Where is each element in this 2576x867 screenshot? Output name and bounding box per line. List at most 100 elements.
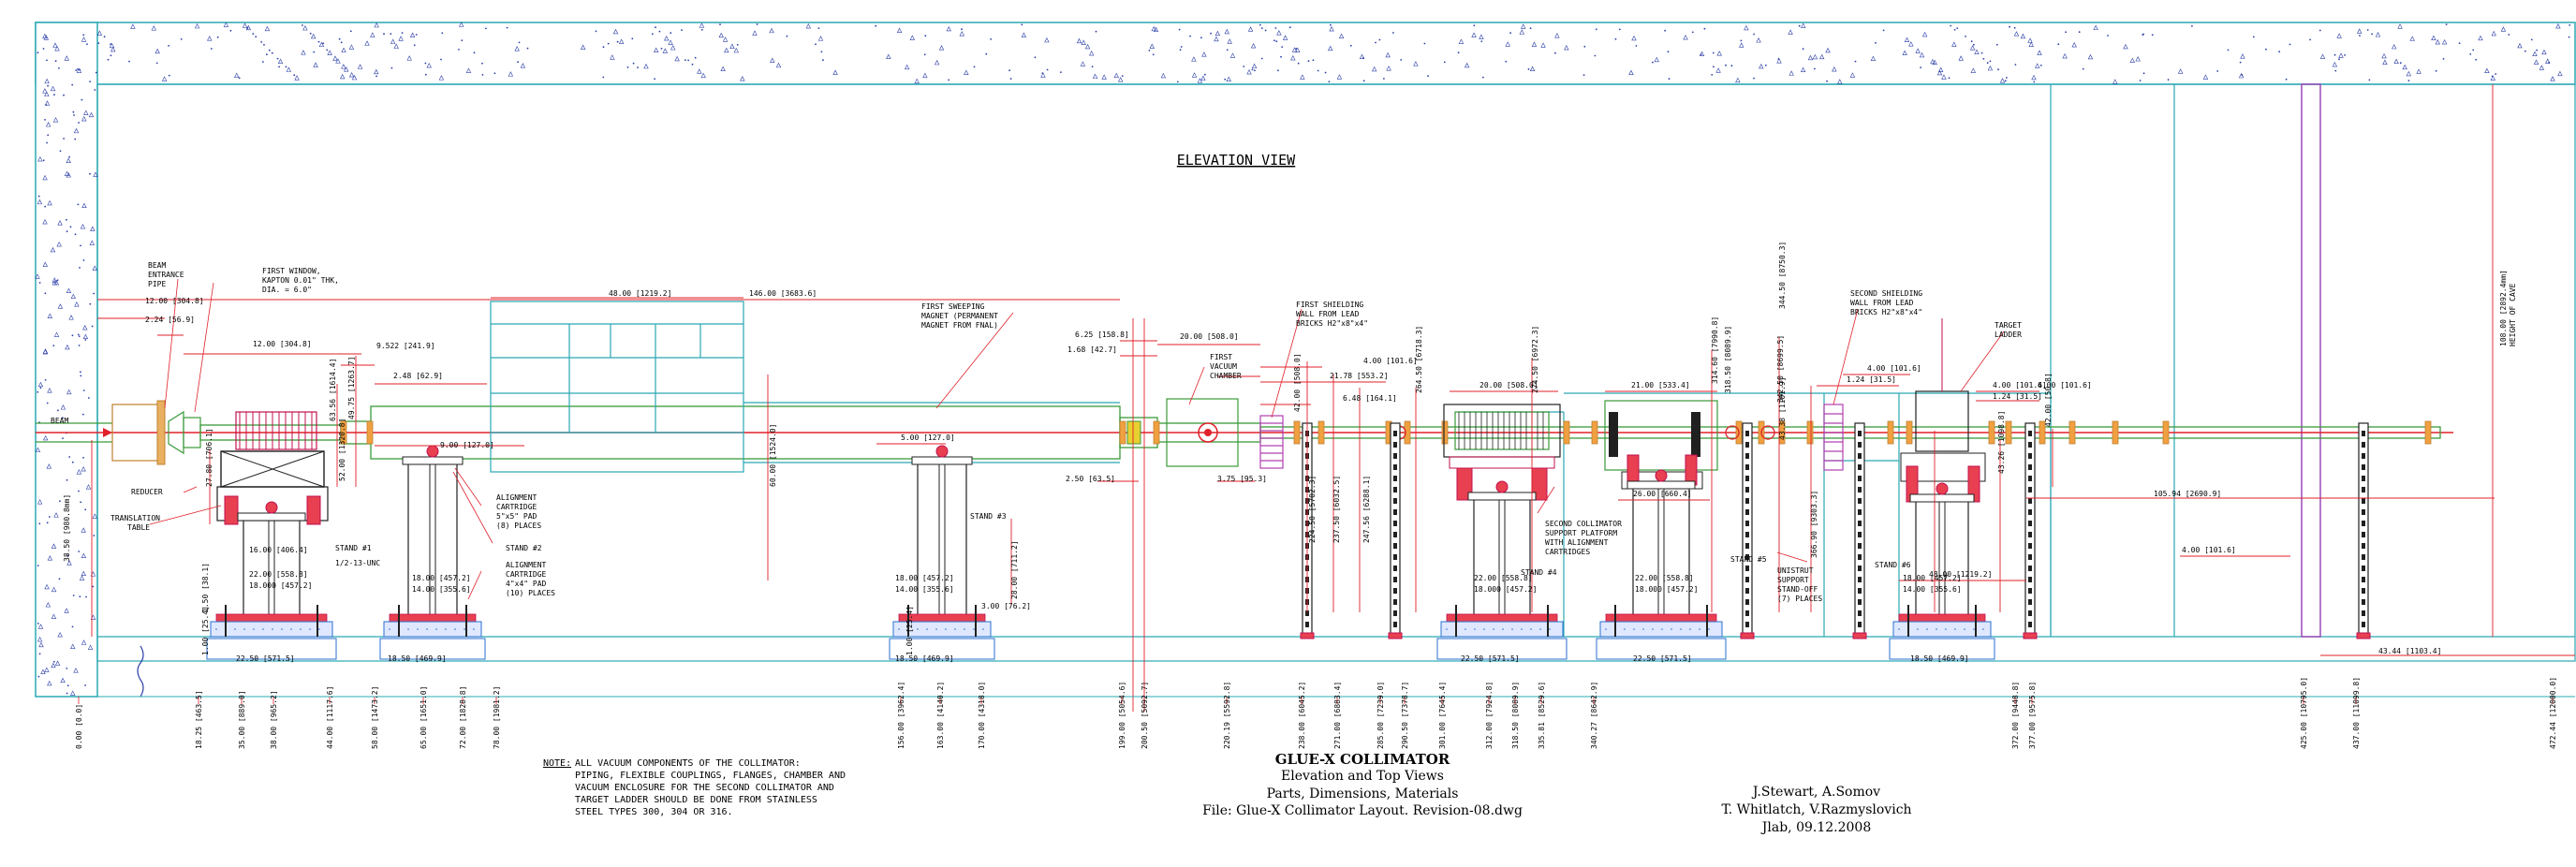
dim-label: 18.00 [457.2] xyxy=(1903,574,1962,582)
dim-label: 18.00 [457.2] xyxy=(412,574,471,582)
vertical-dimension-labels: 38.50 [980.8mm]27.80 [706.1]1.50 [38.1]6… xyxy=(63,242,2053,655)
dim-label: 12.00 [304.8] xyxy=(145,297,204,305)
dim-label: 26.00 [660.4] xyxy=(1633,490,1692,498)
leader-lines xyxy=(149,278,2005,600)
dim-label: 1.00 [25.4] xyxy=(905,606,914,655)
dim-label: 4.00 [101.6] xyxy=(1363,357,1418,365)
dimension-lines xyxy=(91,84,2575,712)
dim-label: 52.00 [1320.8] xyxy=(338,419,346,481)
dim-label: 22.00 [558.8] xyxy=(1635,574,1694,582)
dim-label: 43.44 [1103.4] xyxy=(2378,647,2441,655)
label-unistrut: UNISTRUT SUPPORT STAND-OFF (7) PLACES xyxy=(1777,566,1822,603)
dim-label: 6.48 [164.1] xyxy=(1343,394,1397,403)
dim-label: 2.24 [56.9] xyxy=(145,316,195,324)
label-stand5: STAND #5 xyxy=(1730,555,1767,564)
dim-label: 237.50 [6032.5] xyxy=(1332,476,1341,543)
dim-label: 14.00 [355.6] xyxy=(1903,585,1962,594)
ruler-label: 0.00 [0.0] xyxy=(75,704,83,749)
ruler-label: 472.44 [12000.0] xyxy=(2549,677,2557,749)
authors-line1: J.Stewart, A.Somov xyxy=(1751,785,1880,800)
ruler-label: 65.00 [1651.0] xyxy=(420,686,428,749)
dim-label: 4.00 [101.6] xyxy=(2182,546,2236,554)
dim-label: 3.75 [95.3] xyxy=(1217,475,1267,483)
ruler-label: 312.00 [7924.8] xyxy=(1485,682,1494,749)
dim-label: 12.00 [304.8] xyxy=(253,340,312,348)
beam-line: BEAM xyxy=(36,417,2453,443)
dim-label: 18.50 [469.9] xyxy=(895,654,954,663)
dim-label: 4.00 [101.6] xyxy=(2038,381,2092,389)
ruler-label: 290.50 [7378.7] xyxy=(1401,682,1409,749)
unistrut-standoffs xyxy=(1300,422,2371,639)
target-ladder-column xyxy=(2301,83,2321,638)
dim-label: 4.00 [101.6] xyxy=(1867,364,1921,373)
dim-label: 21.78 [553.2] xyxy=(1330,372,1389,380)
dim-label: 48.00 [1219.2] xyxy=(1929,570,1992,579)
ruler-label: 335.81 [8529.6] xyxy=(1538,682,1546,749)
label-target-ladder: TARGET LADDER xyxy=(1995,321,2026,339)
label-stand4: STAND #4 xyxy=(1521,568,1557,577)
ruler-label: 78.00 [1981.2] xyxy=(493,686,501,749)
dim-label: 21.00 [533.4] xyxy=(1631,381,1690,389)
component-labels: BEAM ENTRANCE PIPE FIRST WINDOW, KAPTON … xyxy=(110,261,2517,603)
dim-label: 1.68 [42.7] xyxy=(1067,345,1117,354)
dim-label: 318.50 [8089.9] xyxy=(1724,326,1732,393)
dim-label: 22.50 [571.5] xyxy=(1461,654,1520,663)
ruler-label: 38.00 [965.2] xyxy=(270,690,278,749)
dim-label: 48.00 [1219.2] xyxy=(609,289,671,298)
ruler-label: 35.00 [889.0] xyxy=(238,690,246,749)
dim-label: 49.75 [1263.7] xyxy=(347,357,356,419)
ruler-label: 372.00 [9448.8] xyxy=(2011,682,2020,749)
label-shield2: SECOND SHIELDING WALL FROM LEAD BRICKS H… xyxy=(1850,289,1927,316)
dim-label: 14.00 [355.6] xyxy=(412,585,471,594)
title-line4: File: Glue-X Collimator Layout. Revision… xyxy=(1202,803,1523,818)
dim-label: 5.00 [127.0] xyxy=(901,434,955,442)
label-stand1: STAND #1 xyxy=(335,544,372,552)
dim-label: 43.26 [1098.8] xyxy=(1997,411,2006,474)
general-note: NOTE: ALL VACUUM COMPONENTS OF THE COLLI… xyxy=(543,758,846,817)
label-cave-height: 108.00 [2892.4mm] HEIGHT OF CAVE xyxy=(2499,265,2517,346)
dim-label: 146.00 [3683.6] xyxy=(749,289,817,298)
ruler-label: 301.00 [7645.4] xyxy=(1438,682,1447,749)
first-collimator-assembly xyxy=(216,411,329,525)
second-collimator-assembly xyxy=(1443,404,1561,501)
label-vacuum-chamber: FIRST VACUUM CHAMBER xyxy=(1210,353,1242,380)
dim-label: 4.00 [101.6] xyxy=(1993,381,2047,389)
dim-label: 22.50 [571.5] xyxy=(1633,654,1692,663)
ruler-label: 58.00 [1473.2] xyxy=(371,686,379,749)
lab-date: Jlab, 09.12.2008 xyxy=(1760,820,1871,835)
ruler-label: 437.00 [11099.8] xyxy=(2352,677,2361,749)
authors-line2: T. Whitlatch, V.Razmyslovich xyxy=(1721,802,1911,817)
bottom-ruler: 0.00 [0.0]18.25 [463.5]35.00 [889.0]38.0… xyxy=(36,677,2575,749)
label-stand3: STAND #3 xyxy=(970,512,1007,521)
dim-label: 224.50 [5702.3] xyxy=(1308,476,1317,543)
dim-label: 14.00 [355.6] xyxy=(895,585,954,594)
dim-label: 16.00 [406.4] xyxy=(249,546,308,554)
dim-label: 43.38 [1101.9] xyxy=(1778,377,1787,440)
dim-label: 38.50 [980.8mm] xyxy=(63,494,71,562)
dim-label: 18.00 [457.2] xyxy=(895,574,954,582)
break-line xyxy=(137,645,144,698)
ruler-label: 318.50 [8089.9] xyxy=(1511,682,1520,749)
label-stand6: STAND #6 xyxy=(1875,561,1911,569)
dim-label: 22.50 [571.5] xyxy=(236,654,295,663)
shielding-walls xyxy=(1259,404,1844,471)
dim-label: 1.24 [31.5] xyxy=(1847,375,1896,384)
dim-label: 366.90 [9303.3] xyxy=(1810,491,1818,558)
dim-label: 264.50 [6718.3] xyxy=(1415,326,1423,393)
title-line1: GLUE-X COLLIMATOR xyxy=(1275,751,1450,768)
title-line2: Elevation and Top Views xyxy=(1281,769,1444,784)
dim-label: 342.50 [8699.5] xyxy=(1776,335,1785,403)
target-ladder-box xyxy=(1900,318,1986,503)
label-beam-pipe: BEAM ENTRANCE PIPE xyxy=(148,261,188,288)
label-cartridge1: ALIGNMENT CARTRIDGE 5"x5" PAD (8) PLACES xyxy=(496,493,541,530)
dim-label: 60.00 [1524.0] xyxy=(769,424,777,487)
ruler-label: 163.00 [4140.2] xyxy=(936,682,945,749)
dim-label: 18.000 [457.2] xyxy=(249,581,312,590)
dim-label: 18.000 [457.2] xyxy=(1474,585,1537,594)
dim-label: 1.50 [38.1] xyxy=(201,563,210,612)
label-unc: 1/2-13-UNC xyxy=(335,559,380,567)
dim-label: 314.60 [7990.8] xyxy=(1711,316,1719,384)
dim-label: 22.00 [558.8] xyxy=(249,570,308,579)
label-reducer: REDUCER xyxy=(131,488,163,496)
